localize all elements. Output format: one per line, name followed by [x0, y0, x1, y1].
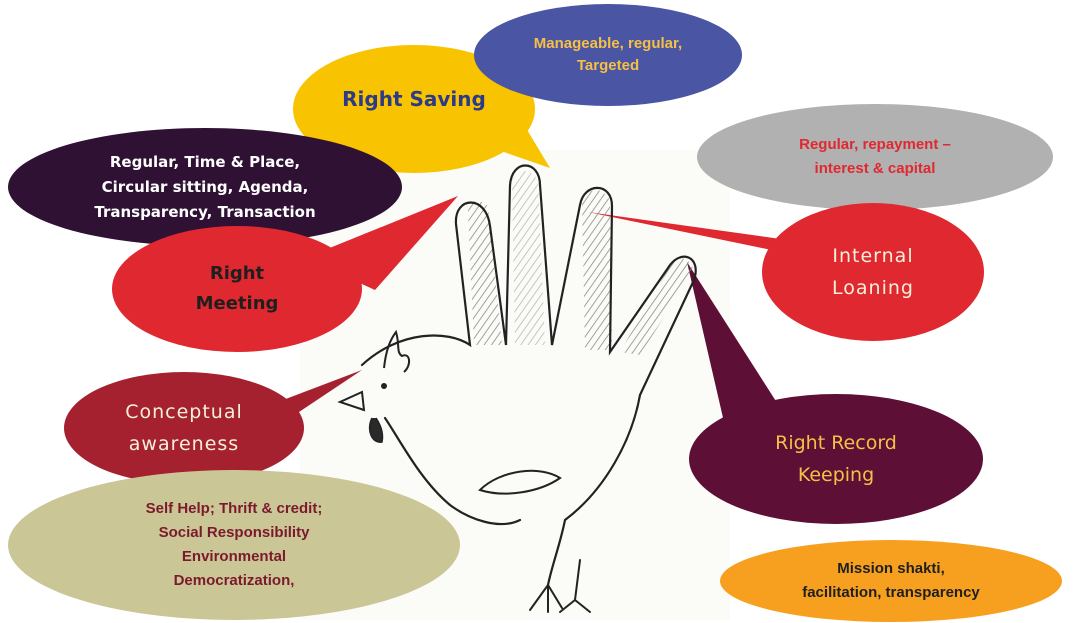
eye	[381, 383, 387, 389]
conceptual-awareness-label: Conceptual awareness	[125, 401, 243, 455]
self-help-label: Self Help; Thrift & credit; Social Respo…	[145, 500, 323, 589]
hand-outline	[360, 164, 697, 587]
right-saving-tail	[498, 118, 550, 168]
self-help-bubble: Self Help; Thrift & credit; Social Respo…	[8, 470, 460, 620]
right-meeting-bubble: Right Meeting	[112, 226, 362, 352]
finger-shading	[468, 171, 694, 355]
right-record-keeping-bubble: Right Record Keeping	[689, 394, 983, 524]
internal-loaning-label: Internal Loaning	[832, 245, 914, 299]
mission-shakti-label: Mission shakti, facilitation, transparen…	[802, 560, 980, 601]
internal-loaning-tail	[588, 212, 810, 258]
mission-shakti-bubble: Mission shakti, facilitation, transparen…	[720, 540, 1062, 622]
beak-outline	[337, 390, 366, 412]
regular-time-bubble: Regular, Time & Place, Circular sitting,…	[8, 128, 402, 246]
comb-outline	[383, 329, 410, 373]
internal-loaning-bubble: Internal Loaning	[762, 203, 984, 341]
right-meeting-label: Right Meeting	[195, 263, 279, 314]
manageable-label: Manageable, regular, Targeted	[533, 35, 683, 74]
regular-repayment-bubble: Regular, repayment – interest & capital	[697, 104, 1053, 210]
conceptual-awareness-bubble: Conceptual awareness	[64, 372, 304, 484]
legs	[529, 559, 591, 613]
regular-repayment-label: Regular, repayment – interest & capital	[799, 136, 951, 177]
right-saving-label: Right Saving	[342, 87, 486, 111]
regular-time-label: Regular, Time & Place, Circular sitting,…	[94, 152, 316, 221]
right-record-keeping-label: Right Record Keeping	[775, 432, 897, 486]
wing-outline	[478, 469, 562, 495]
manageable-bubble: Manageable, regular, Targeted	[474, 4, 742, 106]
wattle	[368, 417, 384, 443]
